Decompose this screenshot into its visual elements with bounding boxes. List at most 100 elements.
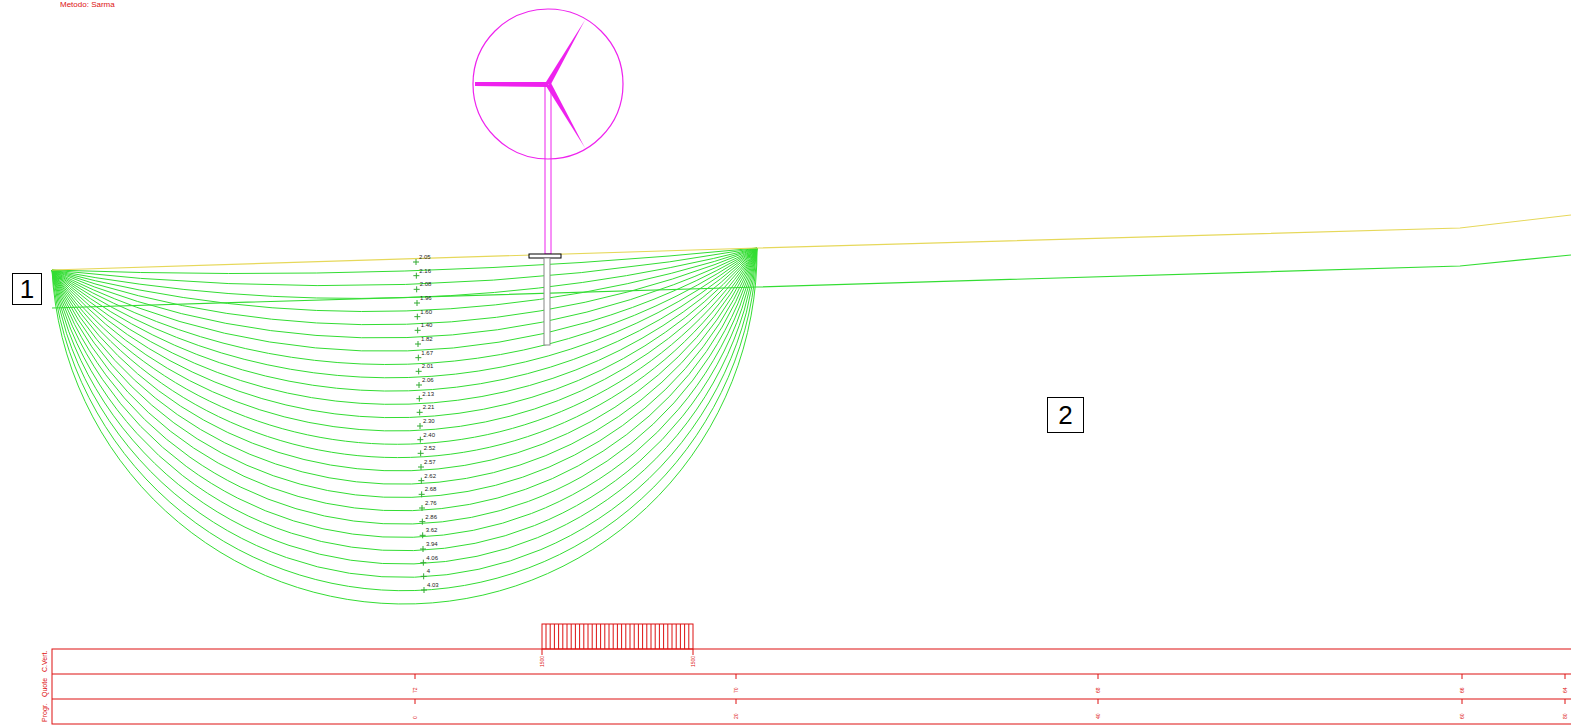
centre-marker [418, 368, 419, 374]
load-bar [676, 624, 677, 649]
slip-arc [52, 248, 757, 564]
tick-value: 1500 [691, 656, 696, 667]
safety-factor: 2.86 [425, 514, 437, 520]
safety-factor: 2.16 [419, 268, 431, 274]
centre-marker [419, 382, 420, 388]
table-ticks [415, 649, 1565, 704]
tick [542, 649, 543, 655]
tick [1098, 674, 1099, 679]
load-bar [613, 624, 614, 649]
safety-factor: 2.30 [423, 418, 435, 424]
slip-arc [52, 248, 757, 351]
load-bar [659, 624, 660, 649]
load-bar [600, 624, 601, 649]
row-header: C.Vert. [41, 651, 48, 672]
safety-factor: 2.13 [422, 391, 434, 397]
callout-box: 2 [1047, 397, 1084, 433]
slip-arc [52, 248, 757, 537]
load-bar [550, 624, 551, 649]
tick-value: 70 [734, 687, 739, 693]
tick [1098, 699, 1099, 704]
layer-boundary [52, 255, 1571, 308]
centre-marker [421, 478, 422, 484]
row-header: Progr. [41, 703, 48, 722]
load-bar [567, 624, 568, 649]
tick [1565, 699, 1566, 704]
load-bar [651, 624, 652, 649]
tick [736, 674, 737, 679]
tick-value: 64 [1563, 687, 1568, 693]
load-bar [688, 624, 689, 649]
wind-turbine [475, 20, 585, 254]
tick [415, 699, 416, 704]
slip-arc [52, 248, 757, 431]
slip-arc [52, 248, 757, 604]
tick [415, 674, 416, 679]
centre-marker [417, 314, 418, 320]
safety-factor: 2.06 [422, 377, 434, 383]
load-bar [609, 624, 610, 649]
load-bar [588, 624, 589, 649]
centre-marker [421, 491, 422, 497]
slip-arc [52, 248, 757, 365]
safety-factor: 2.57 [424, 459, 436, 465]
load-bar [604, 624, 605, 649]
safety-factor: 2.52 [424, 445, 436, 451]
safety-factor: 2.62 [424, 473, 436, 479]
load-bar [672, 624, 673, 649]
load-bars [542, 624, 693, 649]
tick [693, 649, 694, 655]
load-bar [558, 624, 559, 649]
tick-value: 68 [1096, 687, 1101, 693]
centre-marker [417, 327, 418, 333]
safety-factor: 1.40 [421, 322, 433, 328]
load-bar [655, 624, 656, 649]
slip-arc [52, 248, 757, 391]
pile [544, 258, 550, 345]
slip-arc [52, 248, 757, 444]
slip-arc [52, 248, 757, 312]
load-bar [663, 624, 664, 649]
centre-marker [418, 341, 419, 347]
centre-marker [422, 532, 423, 538]
centre-marker [419, 396, 420, 402]
slip-arc [52, 248, 757, 524]
load-bar [546, 624, 547, 649]
safety-factor: 2.68 [425, 486, 437, 492]
load-bar [646, 624, 647, 649]
slip-arc [52, 248, 757, 511]
foundation-plate [529, 254, 561, 258]
load-bar [621, 624, 622, 649]
centre-marker [416, 273, 417, 279]
load-bar [562, 624, 563, 649]
load-bar [579, 624, 580, 649]
safety-factor: 2.05 [419, 254, 431, 260]
slip-arc [52, 248, 757, 378]
slip-arc [52, 248, 757, 591]
load-bar [630, 624, 631, 649]
safety-factor: 2.08 [420, 281, 432, 287]
load-bar [617, 624, 618, 649]
safety-factor: 1.60 [420, 309, 432, 315]
centre-marker [420, 423, 421, 429]
centre-marker [417, 300, 418, 306]
ground-profile [52, 215, 1571, 270]
safety-factor: 3.94 [426, 541, 438, 547]
load-bar [583, 624, 584, 649]
callout-number: 1 [20, 276, 34, 302]
safety-factor: 2.76 [425, 500, 437, 506]
centre-marker [423, 573, 424, 579]
safety-factor: 4.03 [427, 582, 439, 588]
tick [1462, 699, 1463, 704]
row-header: Quote [41, 678, 48, 697]
tick-value: 40 [1096, 713, 1101, 719]
centre-marker [420, 437, 421, 443]
safety-factor: 1.67 [421, 350, 433, 356]
centre-marker [418, 355, 419, 361]
load-bar [554, 624, 555, 649]
callout-number: 2 [1058, 402, 1072, 428]
safety-factor: 2.01 [422, 363, 434, 369]
load-bar [596, 624, 597, 649]
centre-marker [422, 519, 423, 525]
slip-arc [52, 248, 757, 484]
